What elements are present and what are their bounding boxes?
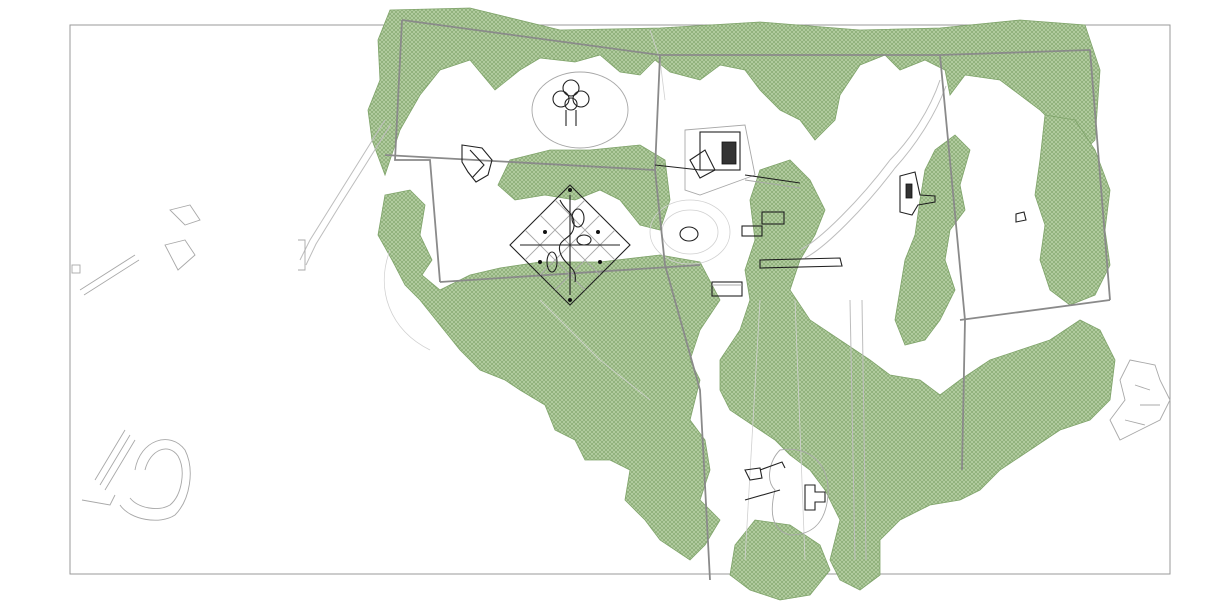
ruin-west-wall (298, 239, 306, 271)
vegetation-west-cluster (377, 189, 721, 561)
vegetation-east-core (894, 134, 971, 346)
buildings-layer (461, 71, 1027, 536)
vegetation-central-canopy (497, 144, 671, 231)
grid-vertical-far-east (1089, 49, 1111, 301)
grid-line-east-lower (959, 299, 1111, 321)
path-south-west (744, 299, 761, 561)
grid-line-middle (384, 154, 656, 171)
road-west-diagonal-2 (305, 123, 392, 266)
ruin-east-complex (1109, 359, 1171, 441)
clover-pavilion (531, 71, 629, 149)
vegetation-south-patch (729, 519, 831, 601)
grid-vertical-west (394, 19, 441, 283)
path-west-loop (383, 249, 431, 351)
road-west-diagonal (299, 119, 386, 261)
ruins-layer (71, 204, 1171, 521)
vegetation-north-band (367, 7, 1101, 177)
amphitheatre-ruin (81, 429, 191, 521)
road-south-spine (849, 299, 856, 561)
road-curve-east (799, 79, 941, 251)
vegetation-east-band (719, 159, 1116, 591)
road-curve-east-inner (804, 85, 947, 259)
plaza-disc (679, 226, 699, 242)
path-south-mid (794, 299, 806, 561)
roads-layer (299, 29, 947, 561)
grid-line-north (401, 19, 1091, 56)
grid-vertical-east (939, 54, 966, 471)
east-plaza-buildings (711, 211, 843, 297)
roman-ruin-west (71, 204, 201, 296)
vegetation-far-east (1034, 114, 1111, 306)
east-pavilion (899, 171, 936, 216)
road-south-spine-2 (861, 299, 867, 561)
path-south-diagonal (539, 299, 651, 401)
central-museum-complex (654, 124, 801, 196)
map-frame (69, 24, 1171, 575)
far-east-pavilion (1015, 211, 1027, 223)
grid-vertical-center (654, 54, 711, 581)
south-pavilion-group (744, 448, 829, 536)
vegetation-layer (367, 7, 1116, 601)
folded-pavilion-west (461, 144, 493, 183)
plaza-ring-outer (649, 199, 731, 265)
diamond-garden (509, 184, 631, 306)
plaza-ring-inner (661, 209, 719, 255)
